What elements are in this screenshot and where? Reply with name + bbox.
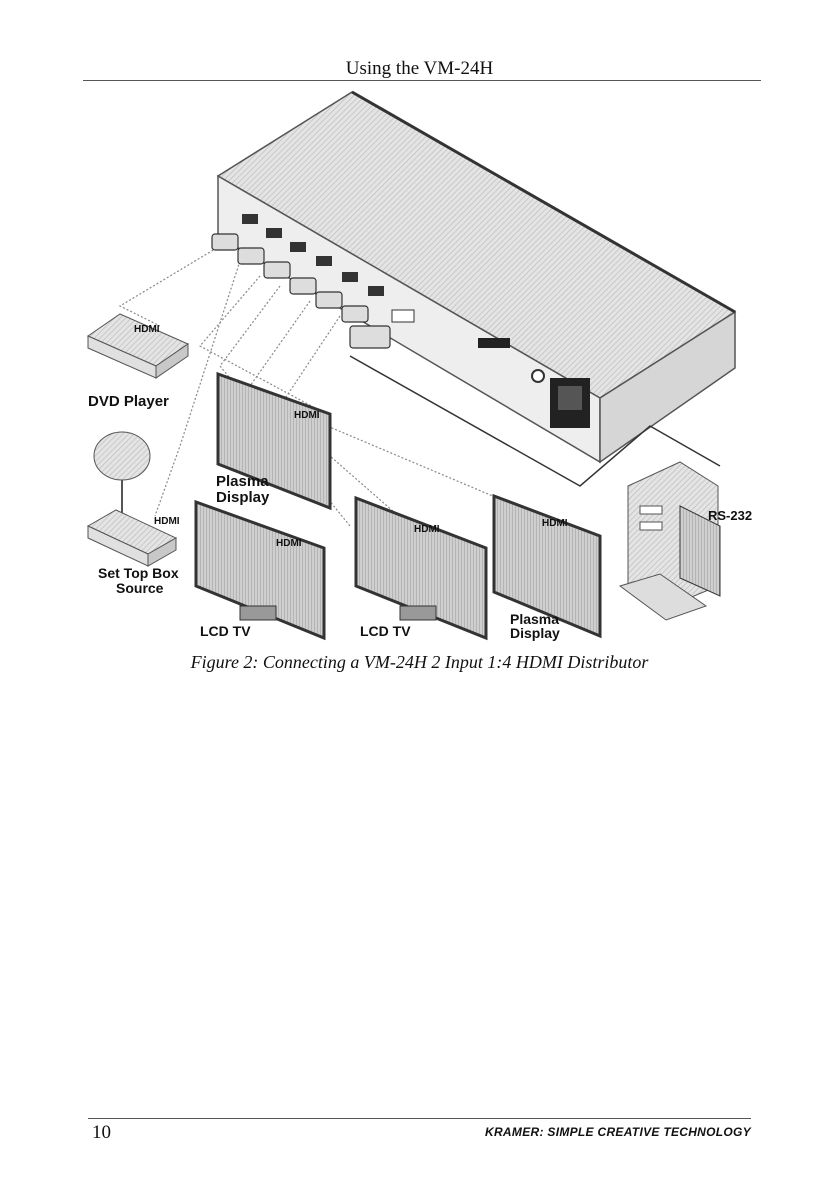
label-lcd-tv-left: LCD TV — [200, 623, 251, 639]
lcd-tv-left — [196, 502, 324, 638]
label-plasma-left-line1: Plasma — [216, 473, 269, 490]
connection-diagram: HDMI DVD Player HDMI Plasma Display HDMI… — [80, 86, 760, 646]
brand-logo — [478, 338, 510, 348]
power-switch — [532, 370, 544, 382]
label-plasma-left-line2: Display — [216, 489, 270, 506]
label-dvd-player: DVD Player — [88, 393, 169, 410]
label-hdmi-plasma-left: HDMI — [294, 410, 320, 421]
label-plasma-right-line2: Display — [510, 625, 560, 641]
page-header-title: Using the VM-24H — [0, 58, 839, 80]
label-rs232: RS-232 — [708, 508, 752, 523]
figure-caption: Figure 2: Connecting a VM-24H 2 Input 1:… — [0, 652, 839, 673]
page-number: 10 — [92, 1122, 111, 1144]
label-hdmi-lcd-middle: HDMI — [414, 524, 440, 535]
label-hdmi-dvd: HDMI — [134, 324, 160, 335]
pc-computer — [620, 462, 720, 620]
label-hdmi-lcd-left: HDMI — [276, 538, 302, 549]
label-lcd-tv-middle: LCD TV — [360, 623, 411, 639]
footer-brand: KRAMER: SIMPLE CREATIVE TECHNOLOGY — [485, 1125, 751, 1139]
header-rule — [83, 80, 761, 81]
lcd-tv-middle — [356, 498, 486, 638]
footer-rule — [88, 1118, 751, 1119]
label-set-top-box-line1: Set Top Box — [98, 565, 179, 581]
label-set-top-box-line2: Source — [116, 580, 164, 596]
satellite-dish — [94, 432, 150, 514]
label-hdmi-plasma-right: HDMI — [542, 518, 568, 529]
label-hdmi-stb: HDMI — [154, 516, 180, 527]
rs232-port — [392, 310, 414, 322]
